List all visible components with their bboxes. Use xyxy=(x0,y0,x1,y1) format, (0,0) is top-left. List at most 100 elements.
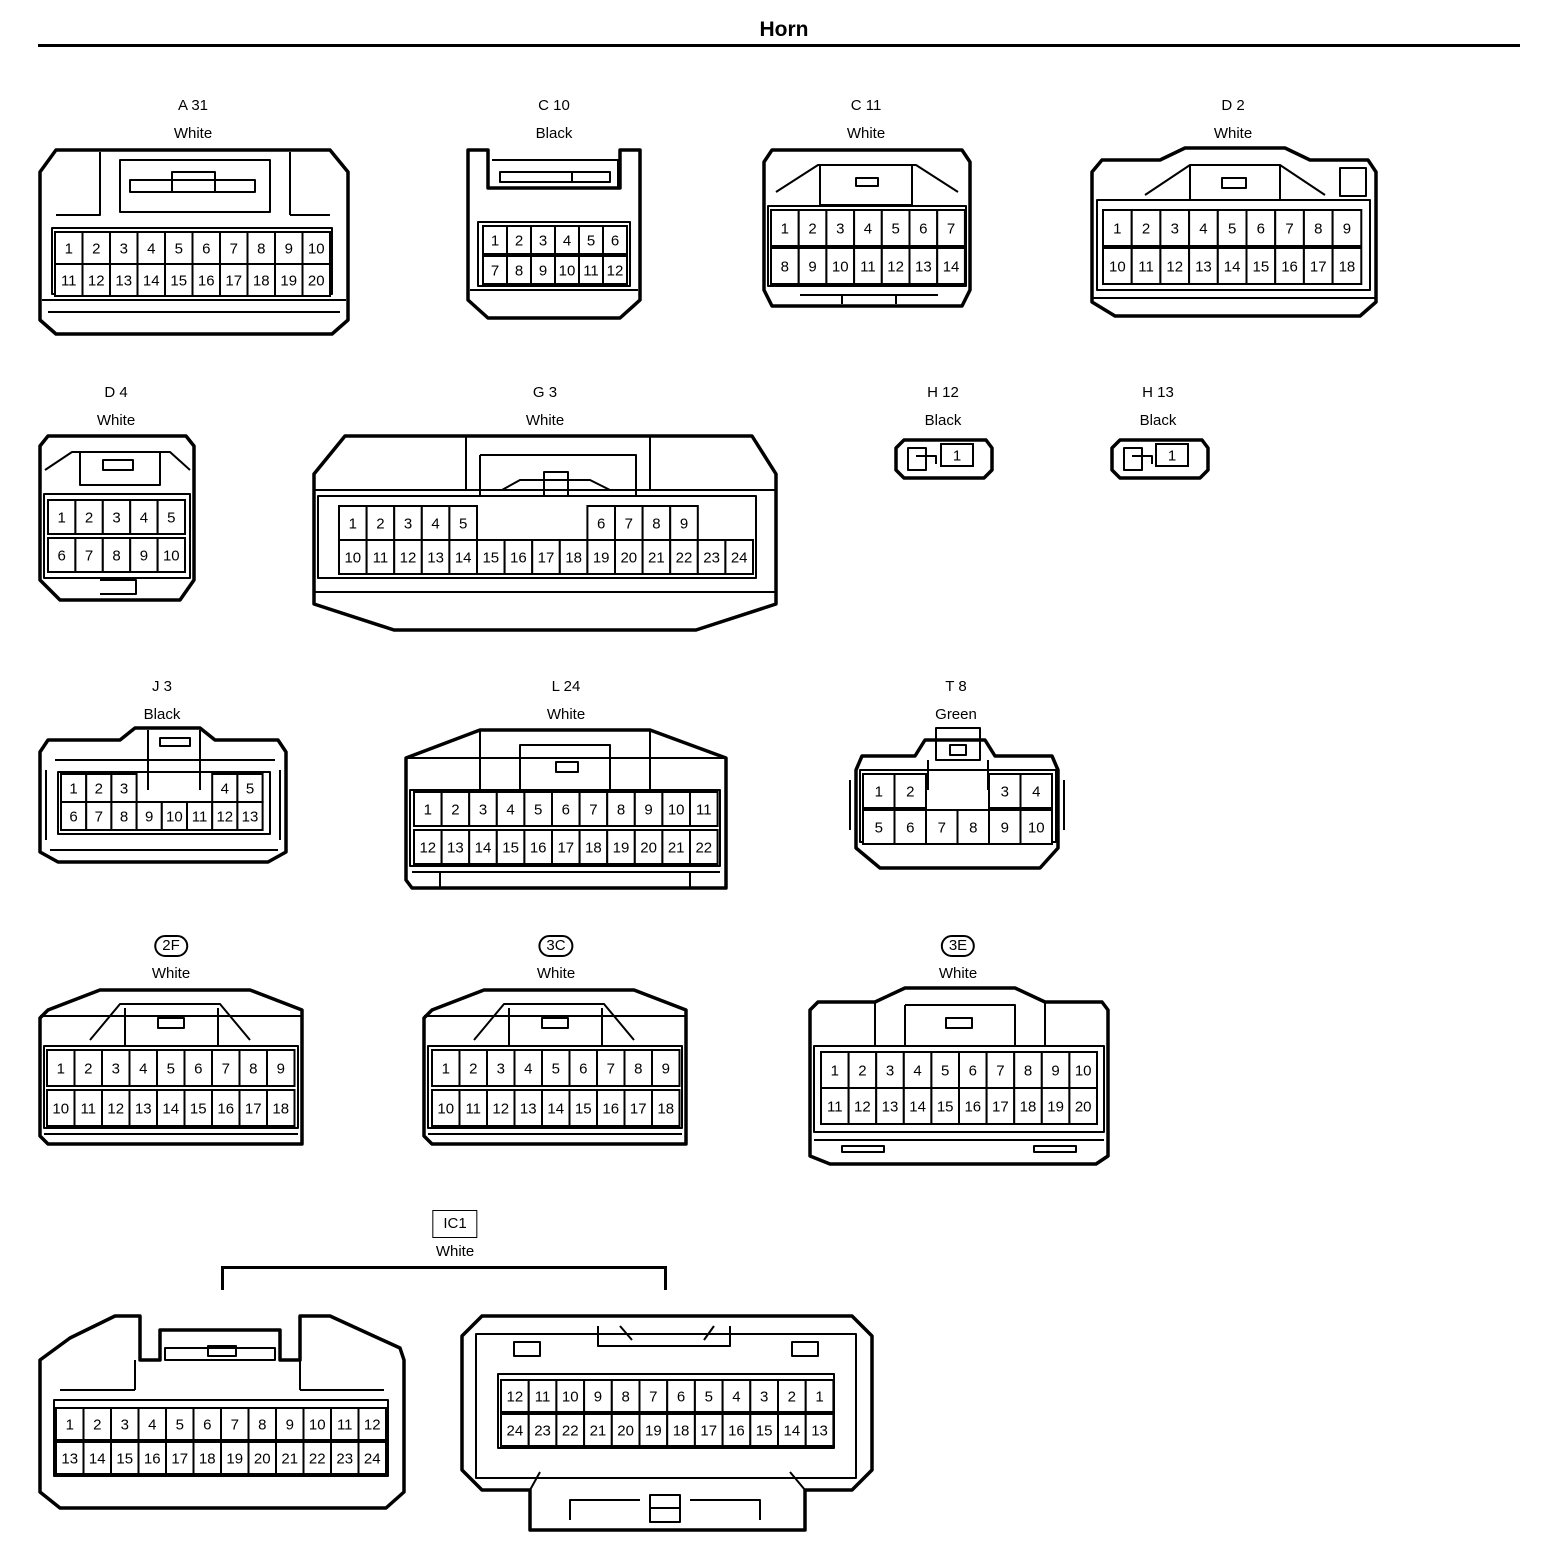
pin-number: 7 xyxy=(222,1061,230,1078)
pin-number: 3 xyxy=(836,221,844,238)
pin-number: 5 xyxy=(705,1389,713,1406)
pin-cell xyxy=(357,1441,387,1475)
pin-number: 8 xyxy=(515,263,523,280)
pin-cell xyxy=(236,773,264,803)
pin-cell xyxy=(192,1441,222,1475)
pin-cell xyxy=(338,505,368,541)
pin-number: 8 xyxy=(257,241,265,258)
housing-line xyxy=(424,1003,686,1047)
pin-number: 9 xyxy=(539,263,547,280)
pin-cell xyxy=(1188,247,1219,285)
pin-number: 14 xyxy=(143,273,160,290)
pin-number: 6 xyxy=(611,233,619,250)
pin-number: 6 xyxy=(906,820,914,837)
pin-number: 4 xyxy=(506,802,514,819)
pin-cell xyxy=(1302,209,1334,247)
pin-cell xyxy=(633,829,664,865)
pin-number: 3 xyxy=(121,1417,129,1434)
pin-number: 6 xyxy=(202,241,210,258)
pin-number: 16 xyxy=(198,273,215,290)
pin-cell xyxy=(530,225,556,255)
pin-cell xyxy=(583,1379,613,1413)
pin-number: 24 xyxy=(364,1451,381,1468)
pin-cell xyxy=(531,539,561,575)
connector-id: D 2 xyxy=(1221,97,1245,114)
pin-number: 1 xyxy=(57,1061,65,1078)
connector-color: White xyxy=(151,965,191,982)
pin-cell xyxy=(486,1049,516,1087)
pin-number: 10 xyxy=(308,241,325,258)
pin-number: 6 xyxy=(1257,221,1265,238)
pin-cell xyxy=(804,1379,835,1413)
pin-cell xyxy=(862,773,896,809)
pin-cell xyxy=(137,1441,167,1475)
pin-number: 17 xyxy=(992,1099,1009,1116)
pin-number: 1 xyxy=(58,510,66,527)
pin-number: 2 xyxy=(788,1389,796,1406)
housing-line xyxy=(412,871,720,888)
housing-line xyxy=(492,159,619,188)
housing-line xyxy=(422,988,688,1146)
pin-number: 9 xyxy=(644,802,652,819)
pin-cell xyxy=(160,801,189,831)
pin-number: 9 xyxy=(662,1061,670,1078)
pin-cell xyxy=(109,231,139,265)
pin-cell xyxy=(693,1379,724,1413)
pin-number: 13 xyxy=(882,1099,899,1116)
pin-cell xyxy=(468,791,498,827)
pin-number: 1 xyxy=(349,516,357,533)
pin-number: 2 xyxy=(85,510,93,527)
pin-number: 20 xyxy=(620,550,637,567)
pin-cell xyxy=(689,791,719,827)
connector-color: White xyxy=(536,965,576,982)
pin-number: 13 xyxy=(242,809,259,826)
pin-number: 3 xyxy=(1171,221,1179,238)
pin-cell xyxy=(610,1413,641,1447)
pin-number: 15 xyxy=(502,840,519,857)
pair-bracket xyxy=(221,1266,667,1290)
pin-cell xyxy=(1155,443,1189,467)
pin-cell xyxy=(109,263,139,297)
pin-number: 18 xyxy=(1339,259,1356,276)
pin-cell xyxy=(853,247,883,285)
pin-number: 12 xyxy=(88,273,105,290)
pin-number: 12 xyxy=(107,1101,124,1118)
pin-cell xyxy=(804,1413,835,1447)
pin-number: 11 xyxy=(827,1099,843,1116)
pin-number: 19 xyxy=(593,550,610,567)
pin-number: 2 xyxy=(906,784,914,801)
pin-cell xyxy=(936,209,966,247)
housing-line xyxy=(44,451,191,486)
housing-line xyxy=(808,986,1110,1166)
pin-cell xyxy=(129,537,159,573)
pin-cell xyxy=(651,1049,681,1087)
housing-line xyxy=(813,1045,1105,1133)
pin-number: 20 xyxy=(254,1451,271,1468)
pin-number: 21 xyxy=(590,1423,607,1440)
pin-number: 17 xyxy=(171,1451,188,1468)
pin-cell xyxy=(500,1413,530,1447)
pin-number: 15 xyxy=(756,1423,773,1440)
pin-number: 11 xyxy=(465,1101,481,1118)
pin-cell xyxy=(908,209,939,247)
pin-cell xyxy=(330,1407,360,1441)
pin-cell xyxy=(191,231,221,265)
pin-number: 16 xyxy=(510,550,527,567)
pin-number: 4 xyxy=(563,233,571,250)
connector-color: Black xyxy=(535,125,573,142)
pin-number: 6 xyxy=(69,809,77,826)
pin-cell xyxy=(523,791,554,827)
pin-cell xyxy=(74,499,104,535)
pin-number: 6 xyxy=(969,1063,977,1080)
connector-id: L 24 xyxy=(551,678,581,695)
pin-cell xyxy=(988,809,1022,845)
pin-number: 5 xyxy=(891,221,899,238)
pin-number: 3 xyxy=(120,241,128,258)
pin-number: 22 xyxy=(695,840,712,857)
pin-cell xyxy=(156,499,187,535)
pin-number: 21 xyxy=(648,550,665,567)
connector-id-badge: 3E xyxy=(940,935,976,957)
pin-cell xyxy=(696,539,727,575)
housing-line xyxy=(477,221,631,287)
pin-number: 2 xyxy=(376,516,384,533)
